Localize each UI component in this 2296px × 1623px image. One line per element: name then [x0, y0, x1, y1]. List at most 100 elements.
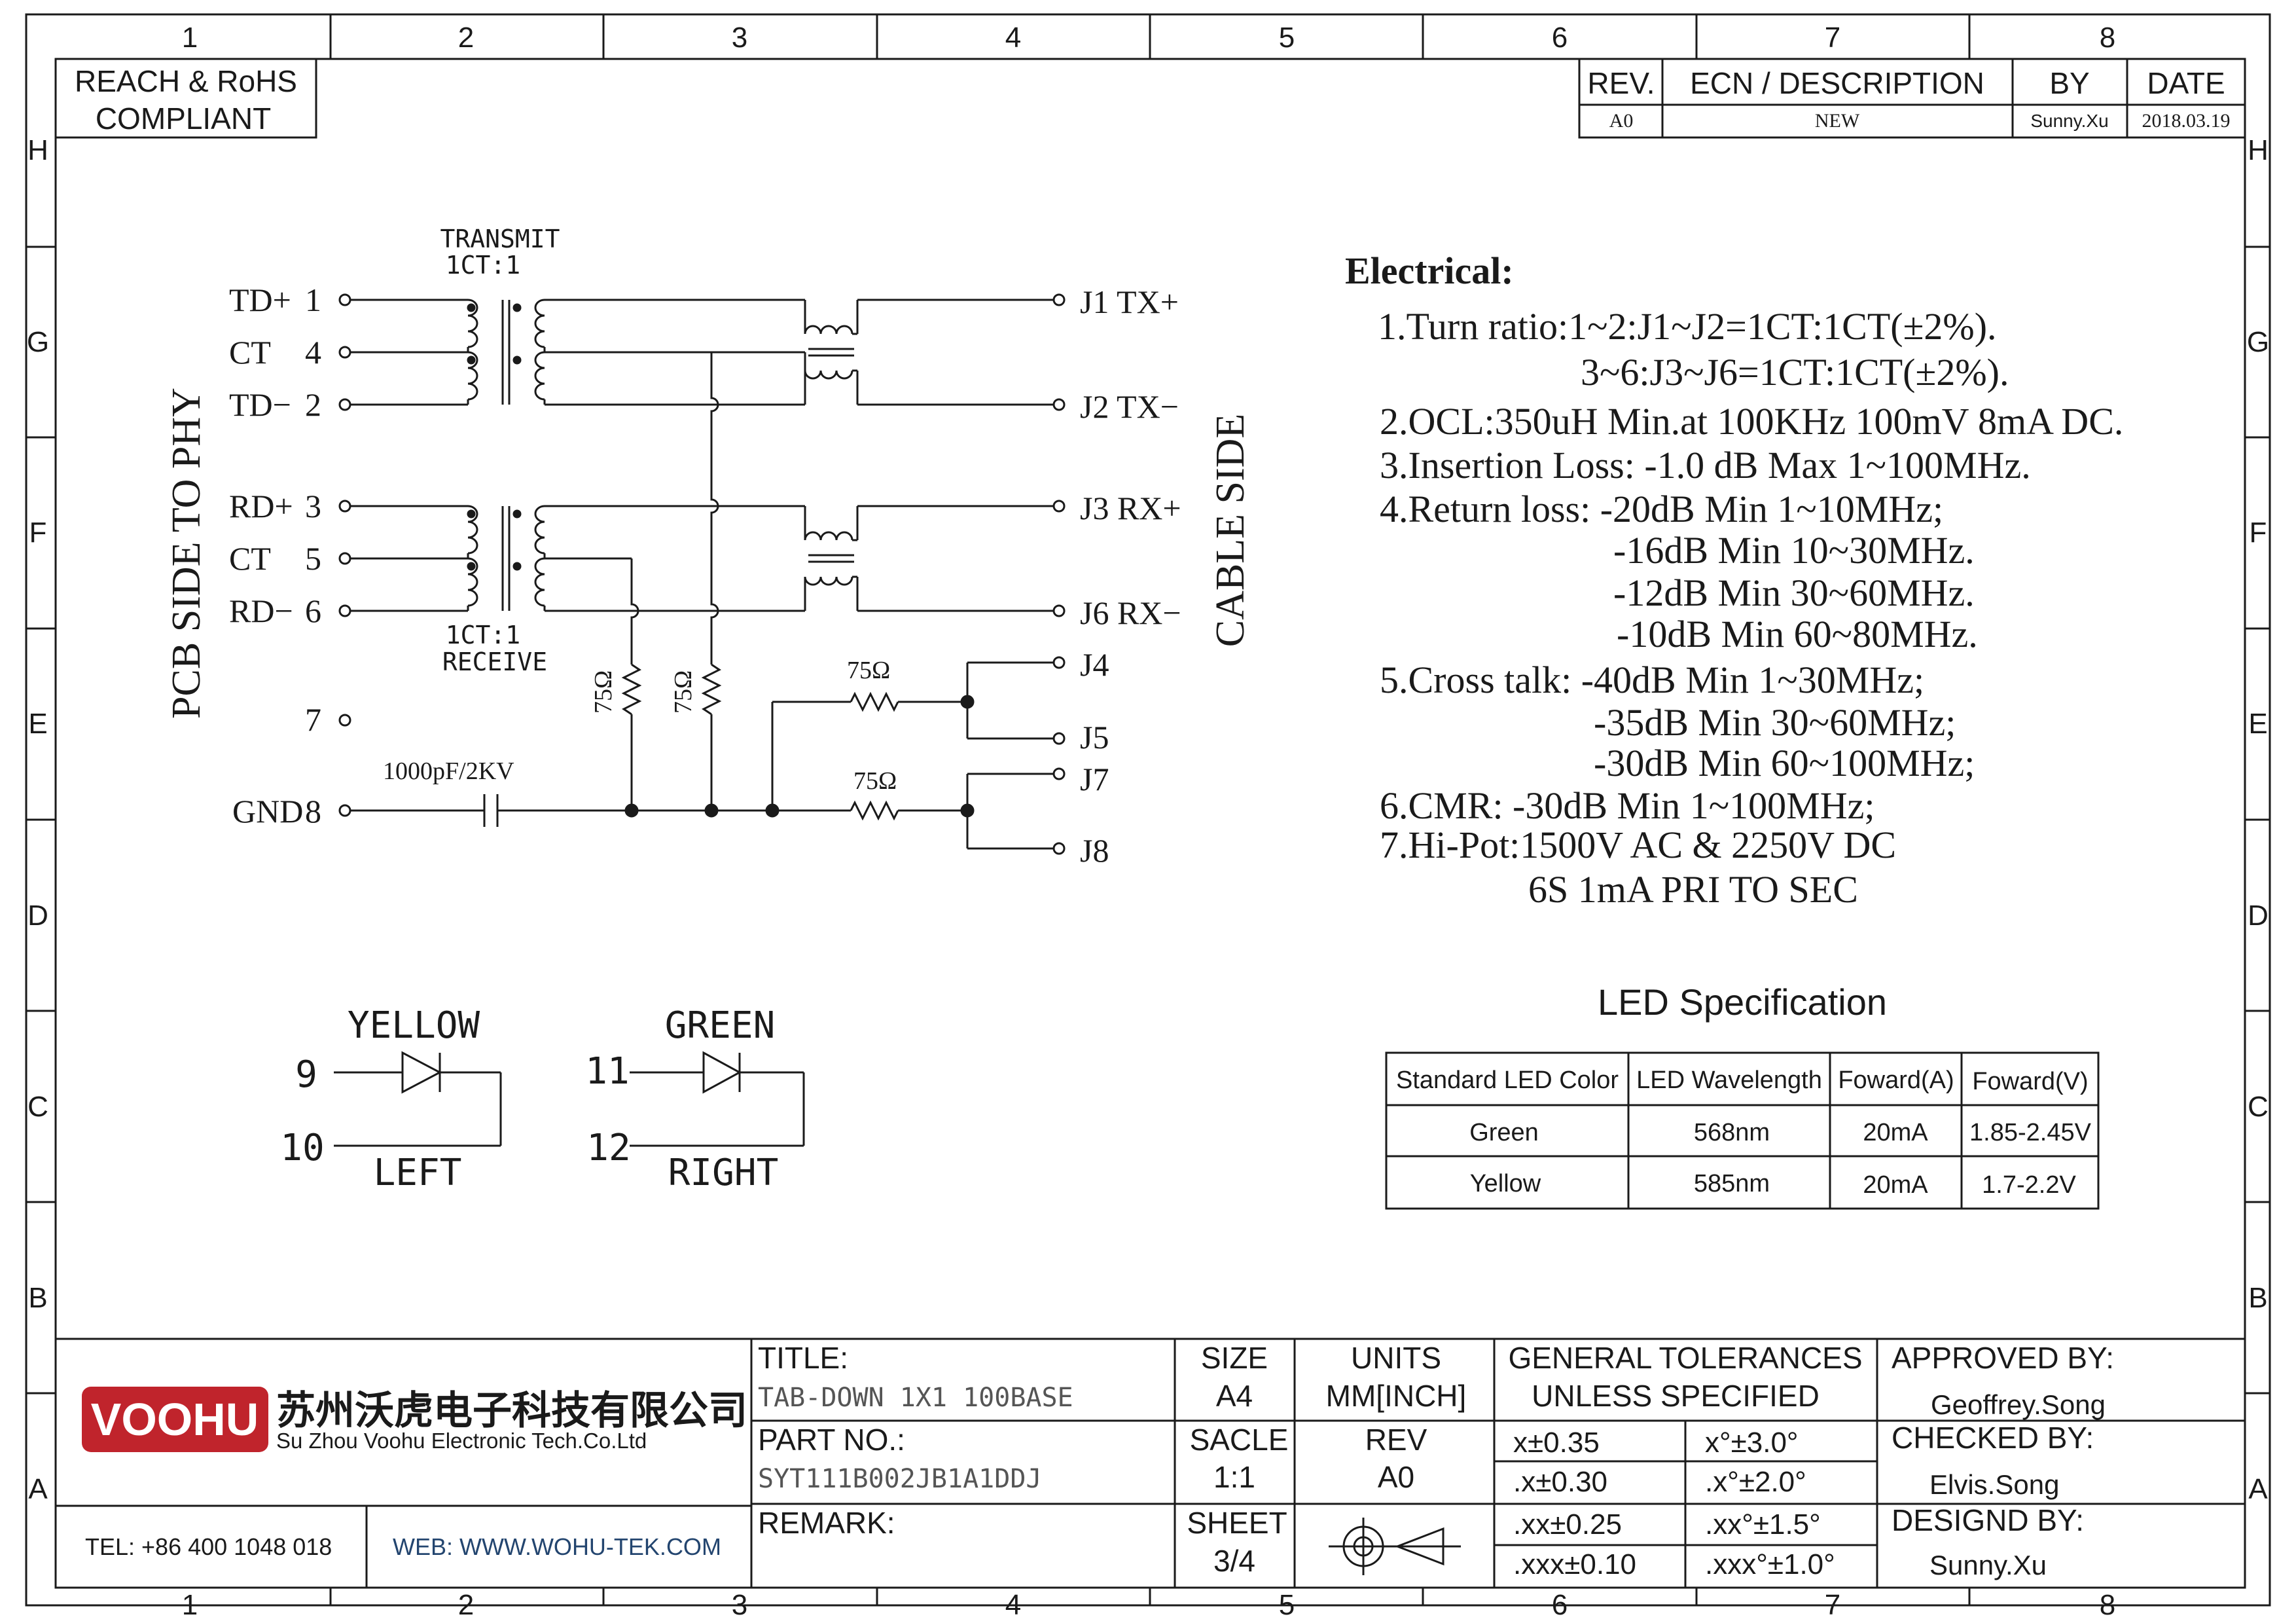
col-label-6-bottom: 6 — [1552, 1589, 1568, 1621]
electrical-line-14: 6S 1mA PRI TO SEC — [1528, 868, 1858, 911]
electrical-line-10: -35dB Min 30~60MHz; — [1594, 701, 1956, 744]
company-logo: VOOHU — [82, 1387, 268, 1452]
tx-transformer — [350, 299, 1054, 406]
transmit-label: TRANSMIT — [440, 225, 560, 253]
electrical-line-2: 3~6:J3~J6=1CT:1CT(±2%). — [1581, 351, 2009, 393]
pin-num-1: 1 — [305, 282, 321, 318]
row-label-c-right: C — [2248, 1091, 2269, 1123]
col-label-8-bottom: 8 — [2100, 1589, 2115, 1621]
pin-name-td-minus: TD− — [229, 386, 291, 423]
electrical-line-4: 3.Insertion Loss: -1.0 dB Max 1~100MHz. — [1380, 444, 2031, 486]
units-label: UNITS — [1351, 1341, 1441, 1375]
size-label: SIZE — [1201, 1341, 1268, 1375]
termination-network — [350, 352, 1054, 850]
row-label-e: E — [28, 708, 47, 740]
jack-j6-label: J6 RX− — [1080, 594, 1181, 631]
approved-label: APPROVED BY: — [1892, 1341, 2114, 1375]
tolerance-angular-0: x°±3.0° — [1705, 1427, 1799, 1459]
pin-name-rd-minus: RD− — [229, 593, 293, 629]
company-tel: TEL: +86 400 1048 018 — [85, 1533, 332, 1560]
receive-ratio: 1CT:1 — [446, 621, 520, 649]
electrical-line-7: -12dB Min 30~60MHz. — [1613, 572, 1975, 614]
col-label-4-bottom: 4 — [1005, 1589, 1021, 1621]
col-label-2-bottom: 2 — [458, 1589, 474, 1621]
led-spec-yellow-forward-a: 20mA — [1863, 1171, 1928, 1199]
led-green-color: GREEN — [665, 1004, 776, 1047]
col-label-2: 2 — [458, 22, 474, 54]
sheet-value: 3/4 — [1213, 1544, 1255, 1578]
row-label-h: H — [27, 134, 48, 166]
led-yellow-side: LEFT — [374, 1152, 462, 1194]
row-label-h-right: H — [2248, 134, 2269, 166]
by-value: Sunny.Xu — [2030, 111, 2108, 131]
title-value: TAB-DOWN 1X1 100BASE — [758, 1383, 1073, 1413]
size-value: A4 — [1216, 1379, 1253, 1413]
designed-label: DESIGND BY: — [1892, 1503, 2084, 1537]
electrical-line-6: -16dB Min 10~30MHz. — [1613, 529, 1975, 572]
sheet-label: SHEET — [1187, 1506, 1287, 1540]
svg-text:VOOHU: VOOHU — [91, 1394, 259, 1445]
col-label-5: 5 — [1279, 22, 1295, 54]
led-spec-green-forward-v: 1.85-2.45V — [1969, 1119, 2092, 1146]
electrical-line-12: 6.CMR: -30dB Min 1~100MHz; — [1380, 784, 1874, 827]
row-label-f-right: F — [2250, 517, 2267, 549]
company-name-en: Su Zhou Voohu Electronic Tech.Co.Ltd — [276, 1429, 647, 1453]
title-block — [56, 1338, 2245, 1588]
led-spec-yellow-forward-v: 1.7-2.2V — [1982, 1171, 2076, 1199]
electrical-line-9: 5.Cross talk: -40dB Min 1~30MHz; — [1380, 659, 1924, 701]
row-label-e-right: E — [2248, 708, 2267, 740]
rev-header: REV. — [1587, 66, 1655, 100]
row-label-b: B — [28, 1282, 47, 1314]
led-yellow — [334, 1051, 502, 1147]
electrical-line-11: -30dB Min 60~100MHz; — [1594, 742, 1975, 784]
resistor-label-j78: 75Ω — [853, 767, 897, 795]
title-label: TITLE: — [758, 1341, 848, 1375]
units-value: MM[INCH] — [1326, 1379, 1467, 1413]
ecn-header: ECN / DESCRIPTION — [1690, 66, 1984, 100]
col-label-1: 1 — [182, 22, 198, 54]
company-web: WEB: WWW.WOHU-TEK.COM — [393, 1533, 721, 1560]
scale-label: SACLE — [1190, 1423, 1289, 1457]
pin-name-gnd: GND — [232, 793, 303, 830]
tolerance-linear-2: .xx±0.25 — [1513, 1508, 1622, 1541]
led-green-pin-a: 11 — [585, 1050, 629, 1093]
electrical-line-3: 2.OCL:350uH Min.at 100KHz 100mV 8mA DC. — [1380, 400, 2123, 443]
pin-name-td-plus: TD+ — [229, 282, 291, 318]
remark-label: REMARK: — [758, 1506, 895, 1540]
approved-value: Geoffrey.Song — [1931, 1389, 2106, 1420]
ecn-value: NEW — [1815, 110, 1860, 132]
jack-j8-label: J8 — [1080, 832, 1109, 869]
jack-j2-label: J2 TX− — [1080, 388, 1179, 425]
row-label-a: A — [28, 1473, 48, 1505]
jack-terminals — [1052, 293, 1066, 855]
part-label: PART NO.: — [758, 1423, 905, 1457]
company-name-cn: 苏州沃虎电子科技有限公司 — [276, 1389, 747, 1432]
row-label-d: D — [27, 900, 48, 932]
rev-value: A0 — [1609, 110, 1634, 132]
cable-side-label: CABLE SIDE — [1208, 414, 1253, 647]
scale-value: 1:1 — [1213, 1460, 1255, 1494]
col-label-1-bottom: 1 — [182, 1589, 198, 1621]
electrical-line-1: 1.Turn ratio:1~2:J1~J2=1CT:1CT(±2%). — [1378, 305, 1997, 348]
rx-transformer — [350, 505, 1054, 612]
led-yellow-pin-a: 9 — [295, 1053, 317, 1096]
led-yellow-color: YELLOW — [348, 1004, 480, 1047]
checked-label: CHECKED BY: — [1892, 1421, 2094, 1455]
col-label-8: 8 — [2100, 22, 2115, 54]
row-ticks — [26, 246, 2270, 1395]
receive-label: RECEIVE — [442, 647, 547, 676]
pin-num-7: 7 — [305, 701, 321, 738]
led-spec-green-wavelength: 568nm — [1694, 1119, 1770, 1146]
pin-num-6: 6 — [305, 593, 321, 629]
designed-value: Sunny.Xu — [1929, 1550, 2047, 1580]
tolerance-heading-1: GENERAL TOLERANCES — [1508, 1341, 1862, 1375]
led-yellow-pin-b: 10 — [280, 1127, 324, 1169]
led-spec-header-forward-v: Foward(V) — [1972, 1068, 2088, 1095]
rev-label: REV — [1365, 1423, 1427, 1457]
date-value: 2018.03.19 — [2142, 110, 2231, 132]
led-spec-title: LED Specification — [1598, 981, 1887, 1023]
tolerance-linear-0: x±0.35 — [1513, 1427, 1600, 1459]
pin-num-2: 2 — [305, 386, 321, 423]
col-label-5-bottom: 5 — [1279, 1589, 1295, 1621]
tolerance-angular-1: .x°±2.0° — [1705, 1466, 1806, 1498]
